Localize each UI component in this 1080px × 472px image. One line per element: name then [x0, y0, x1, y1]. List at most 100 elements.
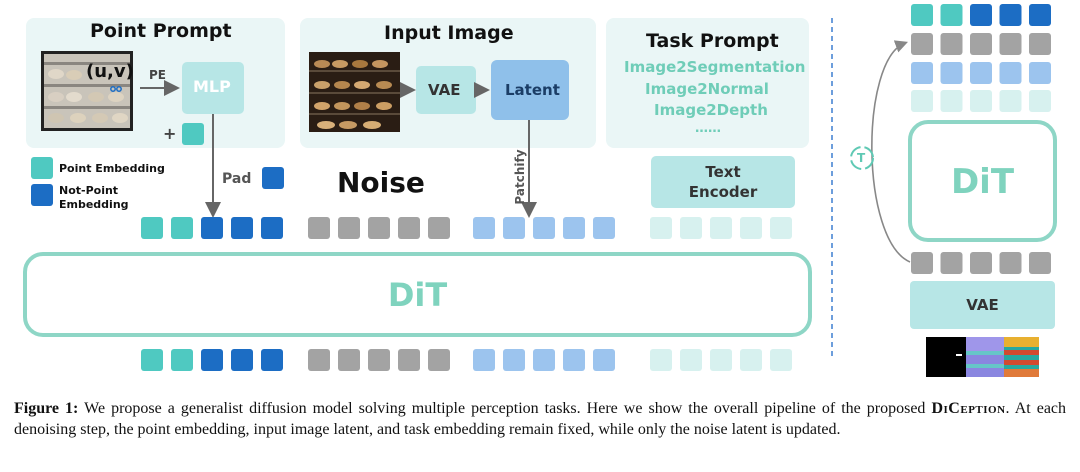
noise-token: [398, 217, 420, 239]
right-output-noise-token: [911, 252, 933, 274]
pad-token: [262, 167, 284, 189]
right-text-token: [940, 90, 963, 112]
noise-token: [338, 217, 360, 239]
task-item-segmentation: Image2Segmentation: [624, 58, 806, 76]
right-noise-token: [940, 33, 963, 55]
legend-not-point-label-2: Embedding: [59, 198, 129, 211]
noise-label: Noise: [337, 166, 425, 199]
pe-label: PE: [149, 68, 166, 82]
legend-not-point-swatch: [31, 184, 53, 206]
text-token: [680, 349, 702, 371]
noise-token: [398, 349, 420, 371]
input-image-title: Input Image: [384, 22, 514, 44]
latent-token: [503, 349, 525, 371]
point-token: [201, 349, 223, 371]
loop-timestep-icon: [850, 146, 874, 170]
patchify-label: Patchify: [513, 149, 527, 205]
right-point-token: [1029, 4, 1051, 26]
legend-point-swatch: [31, 157, 53, 179]
vae-label: VAE: [428, 81, 461, 99]
point-token: [231, 217, 253, 239]
point-token: [261, 217, 283, 239]
latent-box: [491, 60, 569, 120]
latent-token: [503, 217, 525, 239]
point-token: [171, 217, 193, 239]
right-point-token: [911, 4, 933, 26]
caption-text-1: We propose a generalist diffusion model …: [78, 400, 932, 417]
right-text-token: [999, 90, 1022, 112]
latent-token: [593, 217, 615, 239]
legend-not-point-label-1: Not-Point: [59, 184, 119, 197]
right-output-noise-token: [1029, 252, 1051, 274]
latent-token: [593, 349, 615, 371]
right-text-token: [970, 90, 992, 112]
text-token: [740, 349, 762, 371]
right-point-token: [970, 4, 992, 26]
right-noise-token: [911, 33, 933, 55]
right-point-token: [940, 4, 963, 26]
right-latent-token: [940, 62, 963, 84]
latent-label: Latent: [505, 81, 560, 99]
pad-label: Pad: [222, 171, 252, 187]
dit-main-box: [23, 252, 812, 337]
point-prompt-image: [41, 51, 133, 131]
text-token: [650, 349, 672, 371]
pipeline-diagram: Point Prompt (u,v) PE MLP + Input Image …: [23, 4, 1057, 377]
point-embedding-token: [182, 123, 204, 145]
text-token: [740, 217, 762, 239]
caption-model-name: DiCeption: [931, 400, 1006, 417]
latent-token: [563, 217, 585, 239]
latent-token: [533, 349, 555, 371]
task-ellipsis: ……: [695, 121, 721, 136]
mlp-label: MLP: [193, 77, 231, 96]
point-token: [141, 349, 163, 371]
right-dit-label: DiT: [950, 162, 1015, 202]
text-encoder-box: [651, 156, 795, 208]
right-text-token: [1029, 90, 1051, 112]
right-output-noise-token: [940, 252, 963, 274]
figure-caption: Figure 1: We propose a generalist diffus…: [14, 398, 1066, 440]
right-output-noise-token: [999, 252, 1022, 274]
text-token: [710, 349, 732, 371]
text-token: [770, 217, 792, 239]
diagram-canvas: [23, 4, 1057, 377]
latent-token: [533, 217, 555, 239]
dit-main-label: DiT: [387, 276, 448, 314]
point-token: [201, 217, 223, 239]
caption-text-2: . At each denoising step, the point embe…: [14, 400, 1067, 438]
task-item-normal: Image2Normal: [645, 80, 769, 98]
noise-token: [428, 217, 450, 239]
task-item-depth: Image2Depth: [654, 101, 768, 119]
point-token: [171, 349, 193, 371]
plus-label: +: [163, 124, 177, 143]
point-prompt-title: Point Prompt: [90, 20, 232, 42]
right-latent-token: [1029, 62, 1051, 84]
point-token: [141, 217, 163, 239]
right-noise-token: [970, 33, 992, 55]
noise-token: [338, 349, 360, 371]
point-token: [261, 349, 283, 371]
input-image: [309, 52, 400, 132]
right-dit-box: [908, 120, 1057, 242]
output-maps: [926, 337, 1039, 377]
token-layer: [141, 4, 1051, 371]
right-latent-token: [911, 62, 933, 84]
right-text-token: [911, 90, 933, 112]
noise-token: [368, 217, 390, 239]
loop-t-label: T: [857, 151, 866, 165]
text-token: [680, 217, 702, 239]
right-noise-token: [1029, 33, 1051, 55]
latent-token: [473, 349, 495, 371]
legend-point-label: Point Embedding: [59, 162, 165, 175]
noise-token: [308, 349, 330, 371]
noise-token: [368, 349, 390, 371]
noise-token: [308, 217, 330, 239]
right-noise-token: [999, 33, 1022, 55]
text-encoder-label-1: Text: [705, 163, 741, 181]
text-token: [710, 217, 732, 239]
right-vae-box: [910, 281, 1055, 329]
noise-token: [428, 349, 450, 371]
caption-figure-label: Figure 1:: [14, 400, 79, 417]
uv-coordinate-label: (u,v): [86, 61, 134, 82]
right-vae-label: VAE: [966, 296, 999, 314]
